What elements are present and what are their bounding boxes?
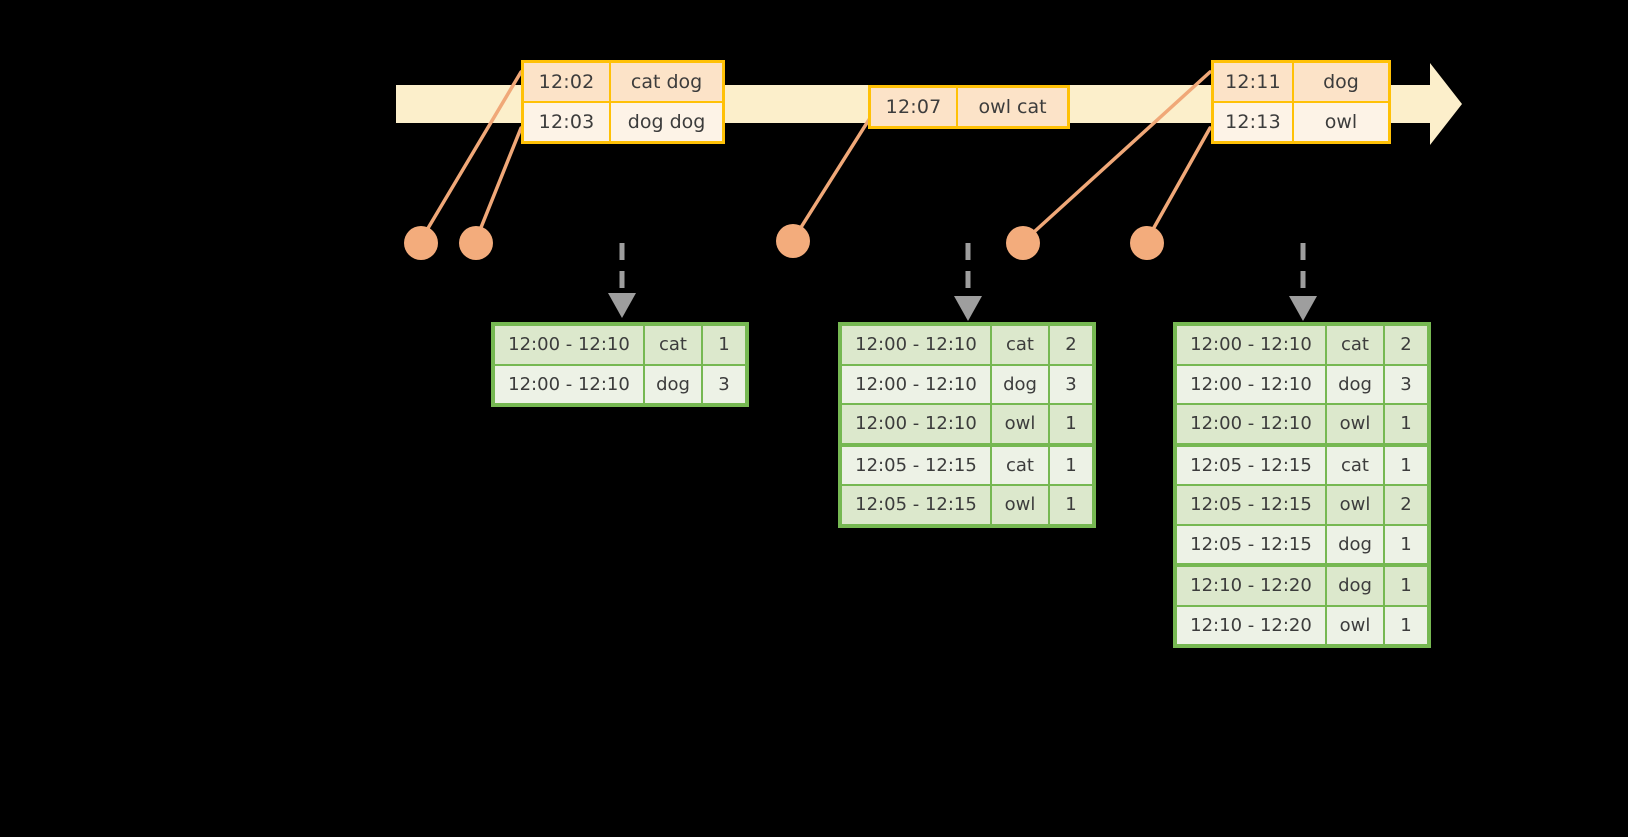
table-row[interactable]: 12:05 - 12:15 owl 2 [1177, 484, 1427, 524]
count-cell: 1 [1400, 614, 1412, 636]
emit-arrow [954, 243, 982, 321]
table-row[interactable]: 12:10 - 12:20 dog 1 [1177, 563, 1427, 605]
table-row[interactable]: 12:00 - 12:10 cat 2 [1177, 326, 1427, 364]
count-cell: 1 [1400, 533, 1412, 555]
table-row[interactable]: 12:00 - 12:10 dog 3 [495, 363, 745, 403]
event-row[interactable]: 12:03 dog dog [524, 101, 722, 141]
event-dots [404, 224, 1164, 260]
event-words: dog [1323, 71, 1359, 93]
window-cell: 12:00 - 12:10 [495, 365, 645, 403]
table-row[interactable]: 12:05 - 12:15 owl 1 [842, 484, 1092, 524]
window-cell: 12:00 - 12:10 [1177, 405, 1327, 443]
table-row[interactable]: 12:05 - 12:15 cat 1 [1177, 442, 1427, 484]
key-cell: dog [645, 365, 703, 403]
count-cell: 3 [1400, 373, 1412, 395]
key-cell: dog [1327, 365, 1385, 403]
window-cell: 12:05 - 12:15 [842, 486, 992, 524]
table-row[interactable]: 12:00 - 12:10 cat 2 [842, 326, 1092, 364]
event-dot [776, 224, 810, 258]
window-cell: 12:05 - 12:15 [1177, 446, 1327, 484]
count-cell: 1 [1400, 575, 1412, 597]
window-cell: 12:00 - 12:10 [842, 365, 992, 403]
count-cell: 1 [1065, 454, 1077, 476]
key-cell: dog [1327, 525, 1385, 563]
key-cell: owl [992, 486, 1050, 524]
count-cell: 3 [1065, 373, 1077, 395]
count-cell: 2 [1400, 334, 1412, 356]
count-cell: 1 [1400, 454, 1412, 476]
event-words: cat dog [630, 71, 703, 93]
table-row[interactable]: 12:05 - 12:15 dog 1 [1177, 523, 1427, 563]
event-dot [404, 226, 438, 260]
window-cell: 12:05 - 12:15 [1177, 486, 1327, 524]
key-cell: owl [1327, 486, 1385, 524]
event-dot [1006, 226, 1040, 260]
table-row[interactable]: 12:00 - 12:10 cat 1 [495, 326, 745, 364]
count-cell: 1 [1400, 413, 1412, 435]
key-cell: owl [1327, 405, 1385, 443]
count-cell: 2 [1400, 494, 1412, 516]
count-cell: 1 [718, 334, 730, 356]
key-cell: cat [645, 326, 703, 364]
result-table-2[interactable]: 12:00 - 12:10 cat 2 12:00 - 12:10 dog 3 … [838, 322, 1096, 528]
emit-arrow [1289, 243, 1317, 321]
window-cell: 12:00 - 12:10 [1177, 365, 1327, 403]
table-row[interactable]: 12:00 - 12:10 owl 1 [842, 403, 1092, 443]
event-row[interactable]: 12:13 owl [1214, 101, 1388, 141]
emit-arrow [608, 243, 636, 318]
event-row[interactable]: 12:07 owl cat [871, 88, 1067, 126]
emit-arrows [608, 243, 1317, 321]
key-cell: owl [992, 405, 1050, 443]
event-row[interactable]: 12:11 dog [1214, 63, 1388, 101]
table-row[interactable]: 12:00 - 12:10 dog 3 [842, 363, 1092, 403]
event-dot [459, 226, 493, 260]
event-words: owl [1324, 111, 1358, 133]
key-cell: owl [1327, 606, 1385, 644]
event-time: 12:02 [524, 63, 612, 101]
key-cell: dog [1327, 567, 1385, 605]
event-box-group-3[interactable]: 12:11 dog 12:13 owl [1211, 60, 1391, 144]
event-box-group-1[interactable]: 12:02 cat dog 12:03 dog dog [521, 60, 725, 144]
window-cell: 12:00 - 12:10 [1177, 326, 1327, 364]
count-cell: 1 [1065, 494, 1077, 516]
table-row[interactable]: 12:10 - 12:20 owl 1 [1177, 604, 1427, 644]
count-cell: 1 [1065, 413, 1077, 435]
event-box-group-2[interactable]: 12:07 owl cat [868, 85, 1070, 129]
window-cell: 12:10 - 12:20 [1177, 567, 1327, 605]
key-cell: dog [992, 365, 1050, 403]
result-table-3[interactable]: 12:00 - 12:10 cat 2 12:00 - 12:10 dog 3 … [1173, 322, 1431, 648]
event-dot [1130, 226, 1164, 260]
table-row[interactable]: 12:05 - 12:15 cat 1 [842, 442, 1092, 484]
event-time: 12:07 [871, 88, 959, 126]
window-cell: 12:05 - 12:15 [1177, 525, 1327, 563]
event-time: 12:03 [524, 103, 612, 141]
event-row[interactable]: 12:02 cat dog [524, 63, 722, 101]
window-cell: 12:05 - 12:15 [842, 446, 992, 484]
event-words: dog dog [627, 111, 706, 133]
key-cell: cat [1327, 326, 1385, 364]
result-table-1[interactable]: 12:00 - 12:10 cat 1 12:00 - 12:10 dog 3 [491, 322, 749, 407]
window-cell: 12:10 - 12:20 [1177, 606, 1327, 644]
window-cell: 12:00 - 12:10 [842, 405, 992, 443]
window-cell: 12:00 - 12:10 [842, 326, 992, 364]
key-cell: cat [992, 446, 1050, 484]
event-time: 12:13 [1214, 103, 1294, 141]
key-cell: cat [1327, 446, 1385, 484]
table-row[interactable]: 12:00 - 12:10 dog 3 [1177, 363, 1427, 403]
table-row[interactable]: 12:00 - 12:10 owl 1 [1177, 403, 1427, 443]
count-cell: 3 [718, 373, 730, 395]
count-cell: 2 [1065, 334, 1077, 356]
key-cell: cat [992, 326, 1050, 364]
event-time: 12:11 [1214, 63, 1294, 101]
event-words: owl cat [978, 96, 1047, 118]
window-cell: 12:00 - 12:10 [495, 326, 645, 364]
